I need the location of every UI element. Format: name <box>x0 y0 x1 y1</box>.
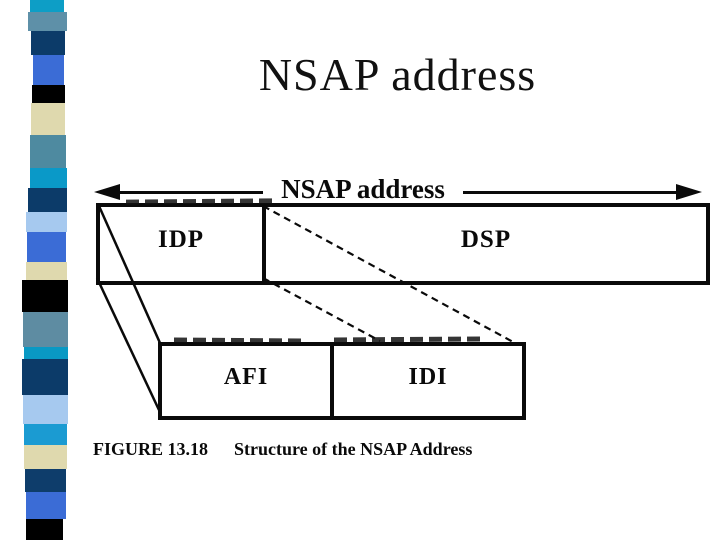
stripe-segment <box>22 280 68 312</box>
idi-cell: IDI <box>334 346 522 408</box>
stripe-segment <box>33 55 64 85</box>
stripe-segment <box>24 424 67 445</box>
stripe-segment <box>30 168 67 188</box>
idp-label: IDP <box>157 226 205 253</box>
idp-dsp-box: IDP DSP <box>96 203 710 285</box>
stripe-segment <box>23 395 68 424</box>
stripe-segment <box>30 0 64 12</box>
stripe-segment <box>26 262 67 280</box>
arrow-right-head-icon <box>676 184 702 200</box>
arrow-left-head-icon <box>94 184 120 200</box>
stripe-segment <box>25 469 66 492</box>
stripe-segment <box>26 212 67 232</box>
afi-idi-divider <box>330 346 334 416</box>
afi-idi-box: AFI IDI <box>158 342 526 420</box>
projection-line-left-bottom <box>95 277 161 411</box>
figure-caption: FIGURE 13.18 Structure of the NSAP Addres… <box>93 439 472 460</box>
stripe-segment <box>32 85 65 103</box>
scan-artifact <box>333 336 481 343</box>
decorative-stripe <box>0 0 80 540</box>
stripe-segment <box>28 12 67 31</box>
idp-cell: IDP <box>100 207 262 273</box>
idi-label: IDI <box>408 363 448 390</box>
stripe-segment <box>31 103 65 135</box>
slide-title: NSAP address <box>258 49 537 100</box>
stripe-segment <box>24 347 68 359</box>
stripe-segment <box>28 188 67 212</box>
stripe-segment <box>26 519 63 540</box>
dsp-label: DSP <box>460 226 512 253</box>
stripe-segment <box>31 31 65 55</box>
stripe-segment <box>24 445 67 469</box>
stripe-segment <box>22 359 68 395</box>
figure-caption-text: Structure of the NSAP Address <box>234 439 473 459</box>
projection-line-right-bottom <box>262 277 381 342</box>
stripe-segment <box>23 312 68 347</box>
stripe-segment <box>27 232 66 262</box>
afi-label: AFI <box>223 363 269 390</box>
stripe-segment <box>30 135 66 168</box>
figure-number: FIGURE 13.18 <box>93 439 209 459</box>
stripe-segment <box>26 492 66 519</box>
scan-artifact <box>173 337 303 344</box>
arrow-label: NSAP address <box>263 174 463 204</box>
afi-cell: AFI <box>162 346 330 408</box>
dsp-cell: DSP <box>266 207 706 273</box>
